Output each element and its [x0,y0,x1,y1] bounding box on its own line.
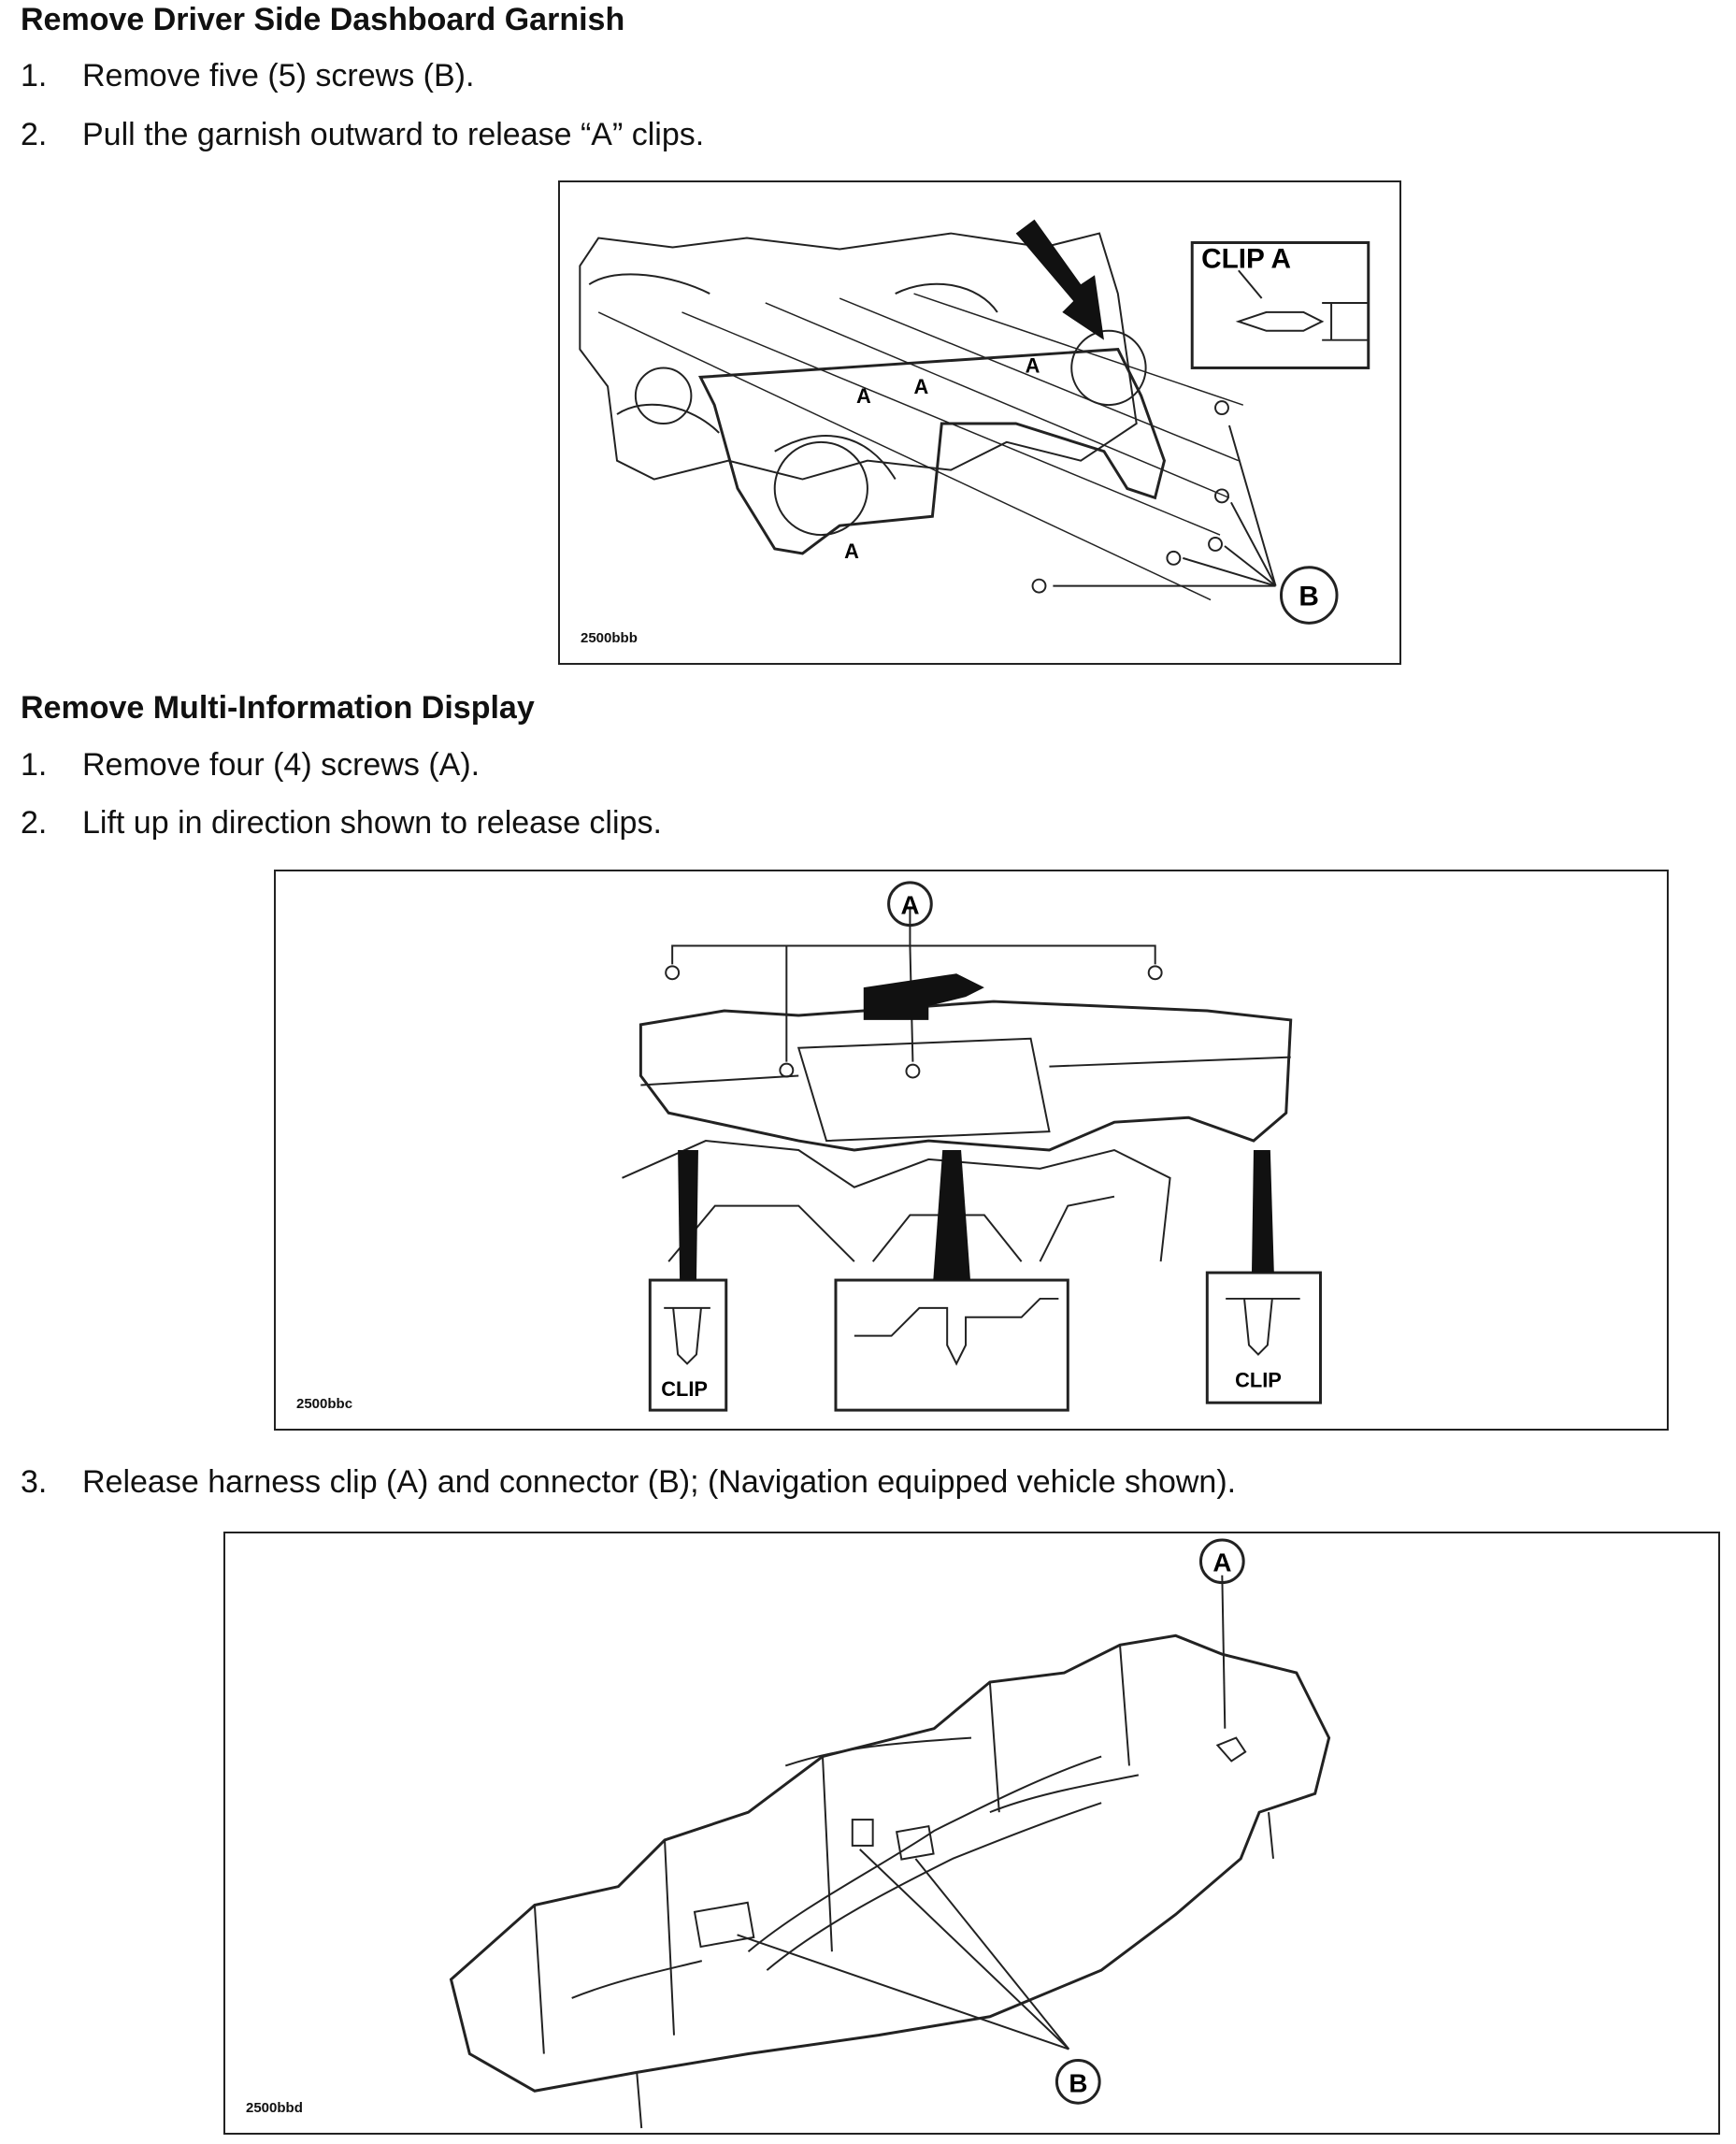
figure-code: 2500bbd [246,2100,303,2116]
figure-mid-removal: A CLIP CLIP 2500bbc [274,870,1669,1431]
callout-a: A [901,891,920,920]
section-heading-garnish: Remove Driver Side Dashboard Garnish [21,2,625,37]
callout-b: B [1069,2068,1087,2097]
step-remove-screws: 1.Remove five (5) screws (B). [21,58,475,94]
clip-label-right: CLIP [1235,1368,1282,1391]
clip-label-a-2: A [914,375,929,398]
step-pull-garnish: 2.Pull the garnish outward to release “A… [21,117,705,152]
figure-harness: A B 2500bbd [223,1532,1720,2135]
clip-label-a-4: A [844,540,859,563]
inset-label-clip-a: CLIP A [1201,243,1291,274]
garnish-illustration: CLIP A B A A A A [579,219,1370,625]
section-heading-mid: Remove Multi-Information Display [21,690,535,726]
mid-illustration: A CLIP CLIP [622,881,1322,1412]
clip-label-a-1: A [856,384,871,408]
figure-code: 2500bbb [581,630,638,646]
step-remove-four-screws: 1.Remove four (4) screws (A). [21,747,481,783]
callout-a: A [1212,1548,1231,1577]
step-release-harness: 3.Release harness clip (A) and connector… [21,1464,1237,1500]
clip-label-left: CLIP [661,1377,708,1401]
step-lift-up: 2.Lift up in direction shown to release … [21,805,662,841]
clip-label-a-3: A [1026,353,1040,377]
callout-b: B [1298,581,1319,612]
harness-illustration: A B [449,1538,1331,2129]
figure-code: 2500bbc [296,1396,353,1412]
figure-garnish-removal: CLIP A B A A A A 2500bbb [558,180,1401,665]
